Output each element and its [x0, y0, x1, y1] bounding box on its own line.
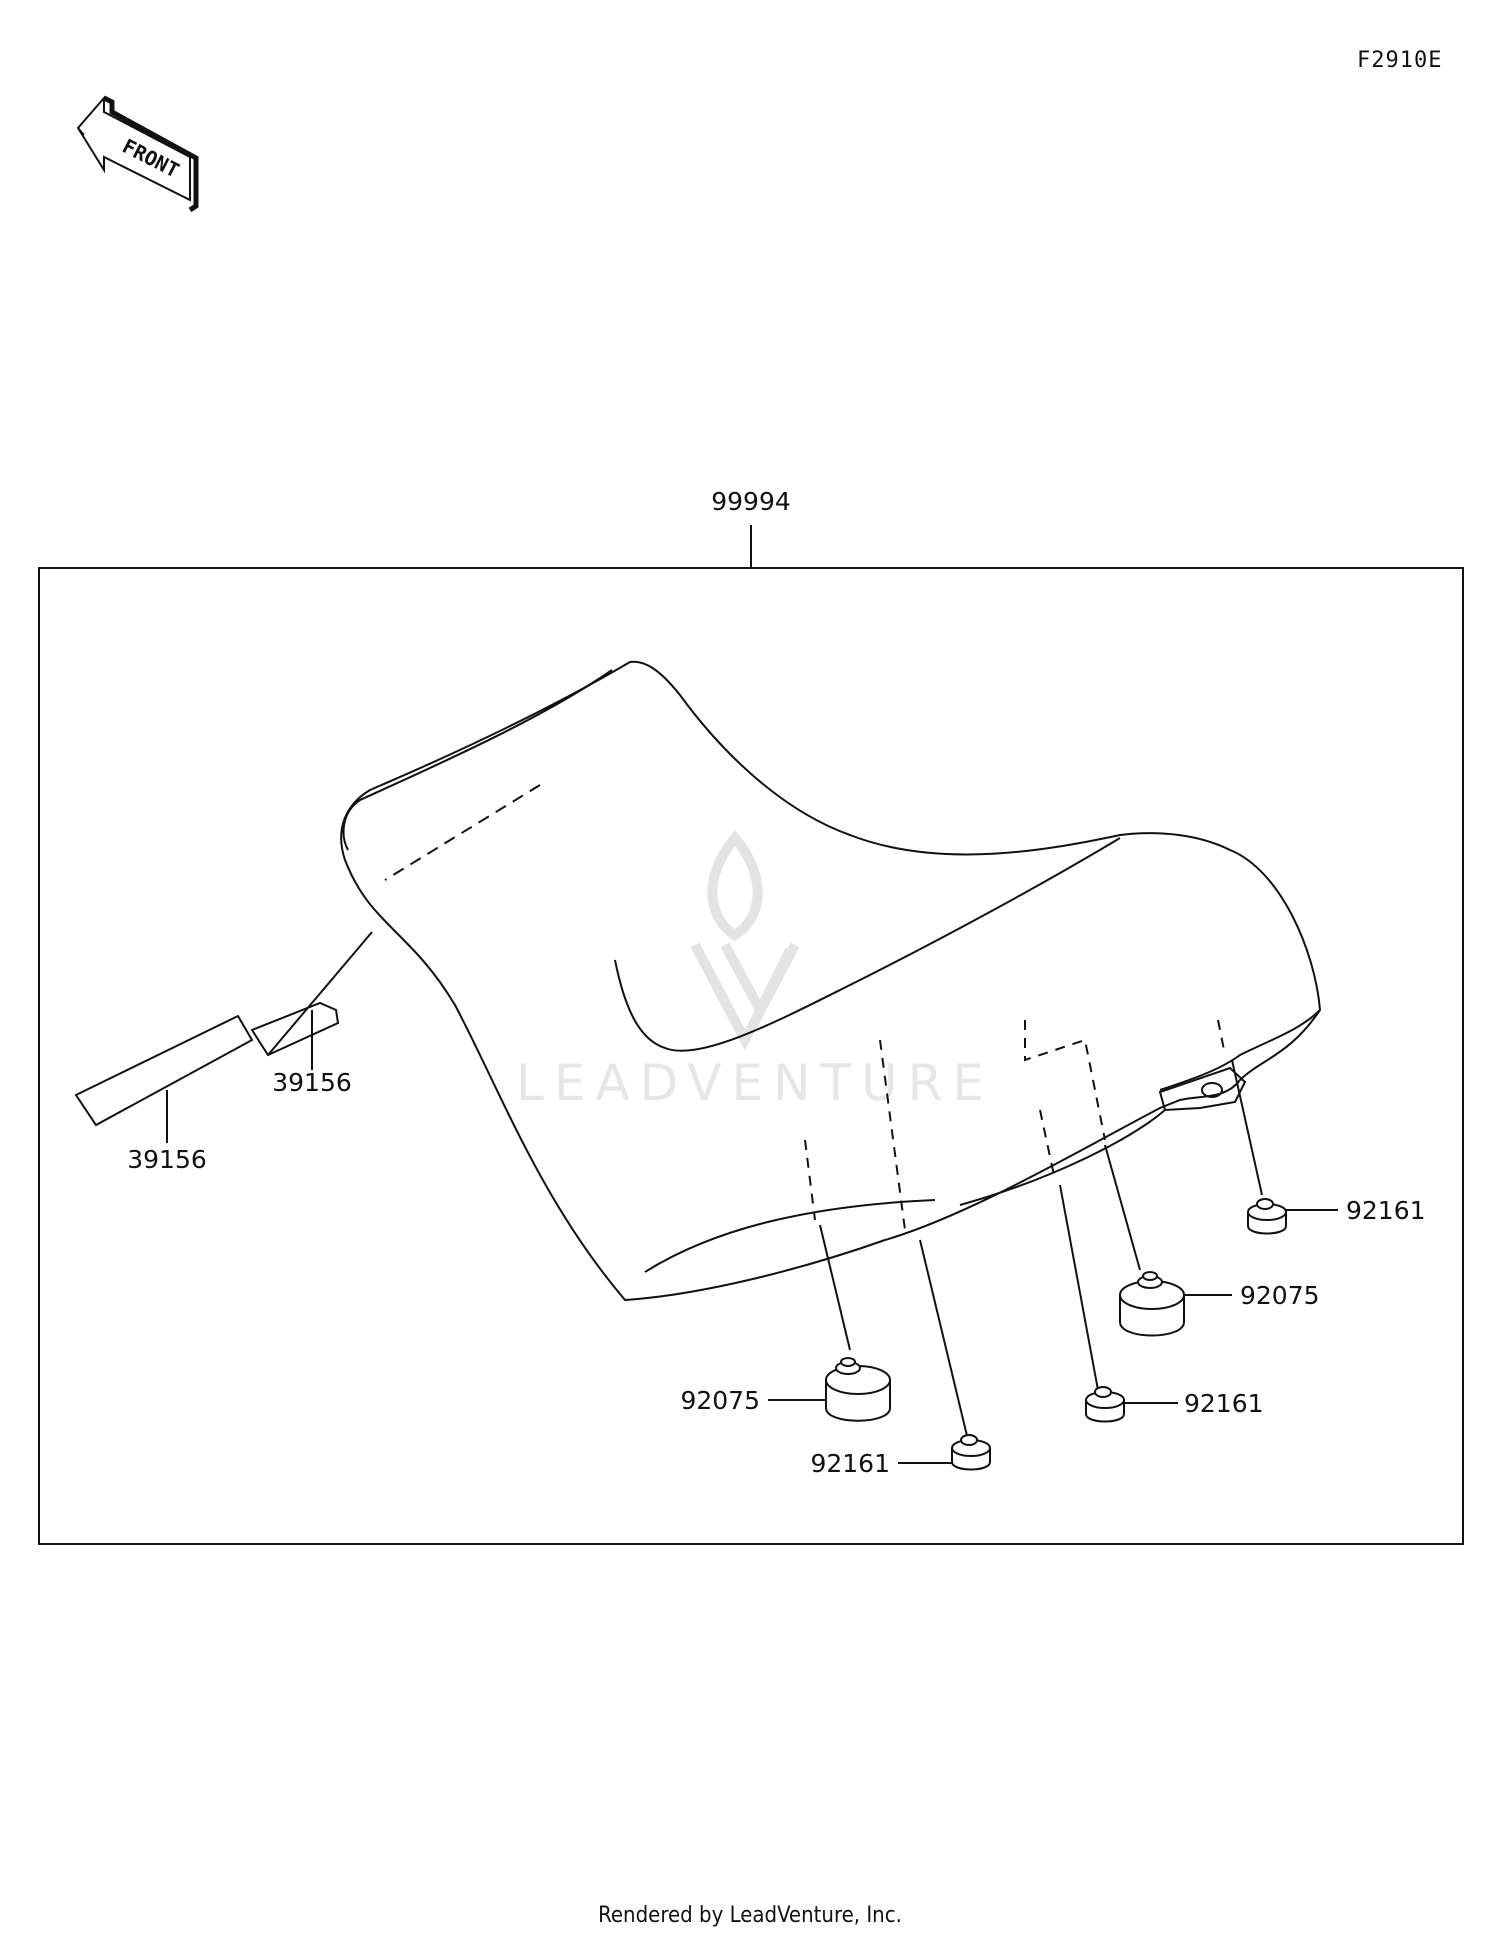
mount-guide-solid [819, 1059, 1263, 1441]
grommet-icon [951, 1434, 991, 1471]
grommet-icon [1247, 1198, 1287, 1235]
strap-icon [74, 931, 373, 1127]
seat-illustration [340, 660, 1322, 1302]
callout-grommet-b: 92161 [1184, 1389, 1264, 1418]
callout-assembly: 99994 [711, 487, 791, 516]
footer-credit: Rendered by LeadVenture, Inc. [598, 1903, 902, 1928]
callout-damper-left: 92075 [680, 1386, 760, 1415]
damper-icon [825, 1357, 891, 1422]
callout-grommet-c: 92161 [1346, 1196, 1426, 1225]
damper-icon [1119, 1271, 1185, 1337]
mount-guide-lines [804, 1019, 1226, 1231]
front-arrow-icon [76, 95, 199, 213]
callout-grommet-a: 92161 [810, 1449, 890, 1478]
watermark-text: LEADVENTURE [516, 1054, 994, 1112]
callout-damper-right: 92075 [1240, 1281, 1320, 1310]
diagram-code: F2910E [1357, 48, 1443, 73]
watermark-logo-icon [690, 830, 800, 1051]
grommet-icon [1085, 1386, 1125, 1423]
callout-strap-a: 39156 [272, 1068, 352, 1097]
callout-strap-b: 39156 [127, 1145, 207, 1174]
